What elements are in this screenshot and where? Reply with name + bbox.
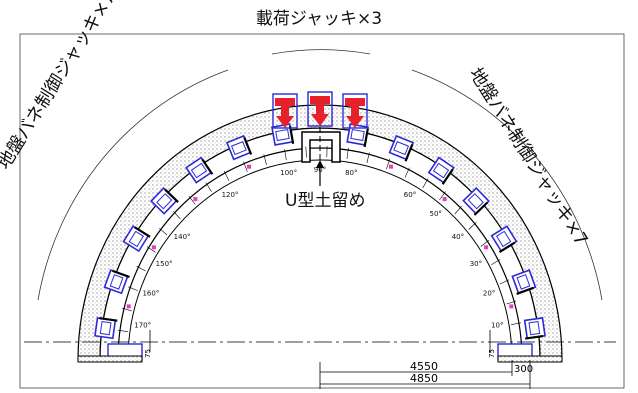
angle-label: 160°: [142, 290, 159, 298]
lining-tick: [159, 228, 167, 235]
loading-jack-head: [275, 98, 295, 106]
dim-text-4850: 4850: [410, 372, 438, 385]
angle-label: 60°: [404, 191, 416, 199]
angle-label: 10°: [491, 321, 503, 329]
loading-jack-shaft: [316, 104, 324, 114]
dim-text-75-right: 75: [488, 349, 496, 358]
dim-text-75-left: 75: [144, 349, 152, 358]
lining-tick: [423, 179, 428, 188]
lining-tick: [206, 183, 212, 192]
loading-jacks: [273, 92, 367, 128]
dim-arc-top: [272, 50, 370, 54]
loading-jack-head: [345, 98, 365, 106]
angle-label: 170°: [134, 321, 151, 329]
angle-label: 80°: [345, 169, 357, 177]
angle-label: 120°: [222, 191, 239, 199]
lining-tick: [469, 222, 477, 229]
pink-marker: [389, 165, 393, 169]
pink-marker: [193, 197, 197, 201]
loading-jack-head: [310, 96, 330, 104]
pink-marker: [127, 304, 131, 308]
angle-label: 30°: [470, 260, 482, 268]
angle-label: 100°: [280, 169, 297, 177]
angle-label: 150°: [156, 260, 173, 268]
loading-jack-shaft: [281, 106, 289, 116]
angle-label: 50°: [429, 210, 441, 218]
pink-marker: [484, 245, 488, 249]
loading-jack-shaft: [351, 106, 359, 116]
lining-tick: [173, 211, 180, 219]
spring-jack-unit: [523, 318, 545, 339]
angle-label: 20°: [483, 290, 495, 298]
foot-base-left: [78, 356, 142, 362]
pink-marker: [152, 245, 156, 249]
pink-marker: [509, 304, 513, 308]
pink-marker: [443, 197, 447, 201]
u-retaining-caption: U型土留め: [283, 186, 367, 211]
pink-marker: [247, 165, 251, 169]
lining-tick: [455, 206, 462, 214]
angle-label: 140°: [174, 233, 191, 241]
spring-jack-unit: [95, 318, 117, 339]
dim-text-300: 300: [514, 364, 533, 375]
angle-label: 40°: [452, 233, 464, 241]
angle-label: 90°: [314, 166, 326, 174]
